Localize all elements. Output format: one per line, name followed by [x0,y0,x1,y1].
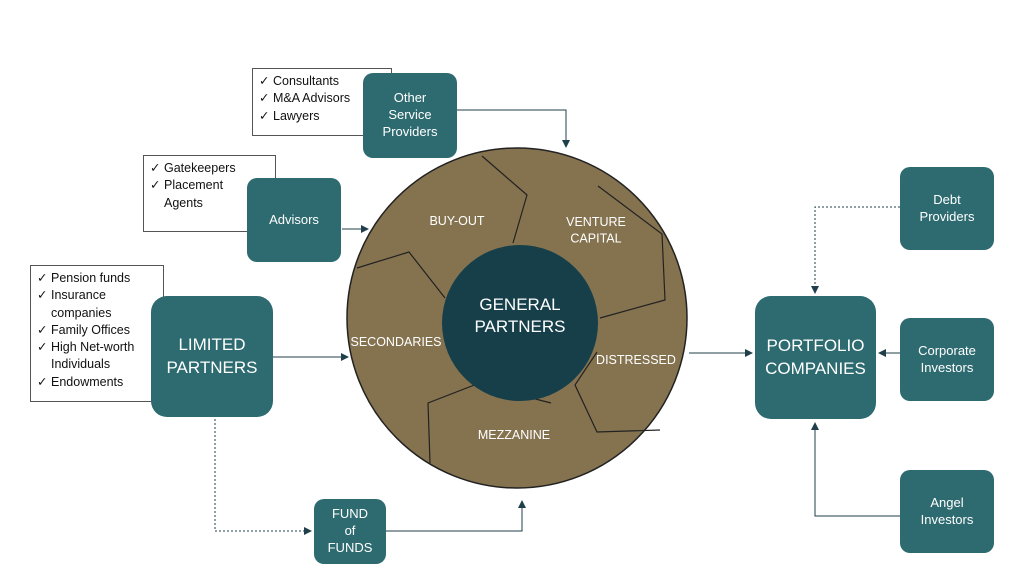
angel-investors-label: Angel Investors [920,494,974,527]
service-provider-item-label: M&A Advisors [273,91,351,106]
checkmark-icon: ✓ [37,374,48,389]
service-provider-item-label: Lawyers [273,108,320,123]
checkmark-icon: ✓ [150,178,161,193]
limited-partner-item: ✓Pension funds [37,270,157,287]
portfolio-companies-label: PORTFOLIO COMPANIES [765,336,866,378]
limited-partner-item: ✓Endowments [37,374,157,391]
advisors-label: Advisors [269,211,319,227]
arrow-lp-to-fof [214,419,312,535]
limited-partner-item-label: Insurance companies [51,288,112,320]
service-provider-item: ✓M&A Advisors [259,90,385,107]
checkmark-icon: ✓ [37,271,48,285]
angel-investors-box[interactable]: Angel Investors [900,470,994,553]
arrow-service-providers-to-wheel [457,109,570,148]
advisor-item-label: Gatekeepers [164,161,236,175]
portfolio-companies-box[interactable]: PORTFOLIO COMPANIES [755,296,876,419]
corporate-investors-label: Corporate Investors [918,342,976,375]
checkmark-icon: ✓ [150,161,161,175]
limited-partners-checklist: ✓Pension funds✓Insurance companies✓Famil… [30,265,164,402]
other-service-providers-box[interactable]: Other Service Providers [363,73,457,158]
segment-mezzanine: MEZZANINE [478,428,550,442]
checkmark-icon: ✓ [259,74,270,88]
other-service-providers-label: Other Service Providers [382,90,438,139]
limited-partner-item-label: Family Offices [51,322,130,337]
limited-partner-item: ✓High Net-worth Individuals [37,339,157,374]
service-provider-item-label: Consultants [273,74,340,88]
service-provider-item: ✓Lawyers [259,108,385,125]
limited-partners-box[interactable]: LIMITED PARTNERS [151,296,273,417]
advisor-item-label: Placement Agents [164,178,224,210]
advisors-box[interactable]: Advisors [247,178,341,262]
arrow-angel-to-portfolio [811,422,900,517]
limited-partner-item-label: High Net-worth Individuals [51,340,135,372]
fund-of-funds-label: FUND of FUNDS [327,506,373,555]
segment-buyout: BUY-OUT [429,214,484,228]
arrow-debt-to-portfolio [811,206,900,294]
connectors [214,109,900,535]
checkmark-icon: ✓ [37,340,48,354]
arrow-fof-to-wheel [386,500,526,532]
checkmark-icon: ✓ [37,288,48,303]
checkmark-icon: ✓ [37,322,48,337]
general-partners-hub [442,245,598,401]
corporate-investors-box[interactable]: Corporate Investors [900,318,994,401]
service-provider-item: ✓Consultants [259,73,385,90]
advisor-item: ✓Gatekeepers [150,160,269,177]
debt-providers-box[interactable]: Debt Providers [900,167,994,250]
limited-partner-item-label: Endowments [51,374,124,389]
limited-partner-item: ✓Insurance companies [37,287,157,322]
fund-of-funds-box[interactable]: FUND of FUNDS [314,499,386,564]
checkmark-icon: ✓ [259,108,270,123]
advisor-item: ✓Placement Agents [150,177,269,212]
limited-partners-label: LIMITED PARTNERS [166,335,258,377]
segment-secondaries: SECONDARIES [351,335,442,349]
limited-partner-item: ✓Family Offices [37,322,157,339]
debt-providers-label: Debt Providers [919,191,975,224]
limited-partner-item-label: Pension funds [51,271,131,285]
segment-distressed: DISTRESSED [596,353,676,367]
checkmark-icon: ✓ [259,91,270,106]
